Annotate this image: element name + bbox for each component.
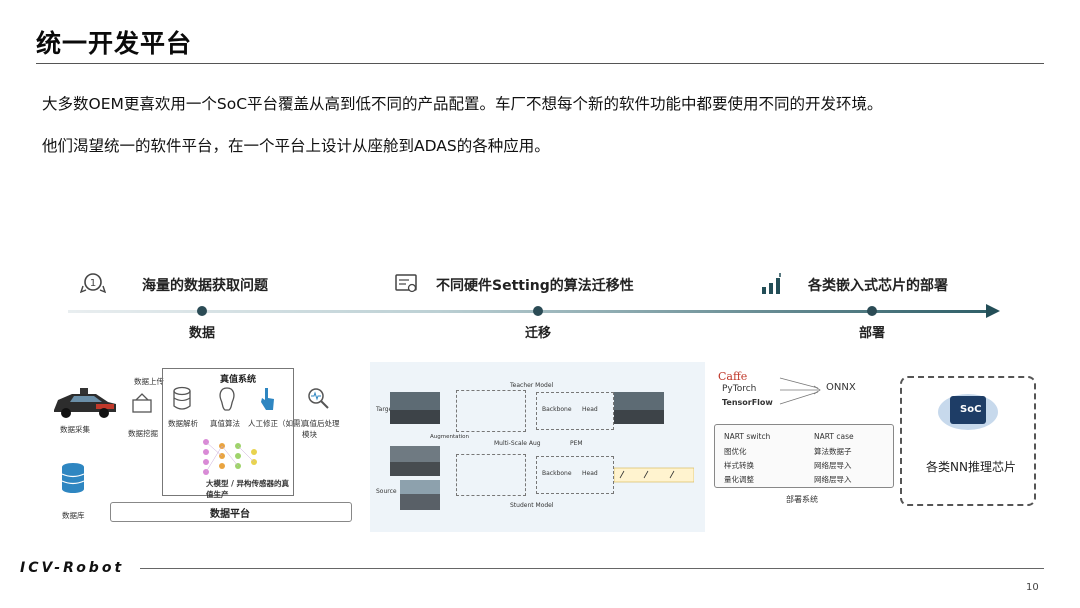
hand-icon: [258, 386, 276, 412]
chip-label: SoC: [960, 404, 981, 415]
data-pipeline-diagram: 数据采集 数据上传 数据挖掘 真值系统 数据解析 真值算法 人工修正（如需） 真…: [44, 362, 356, 530]
convert-arrows: [778, 374, 828, 408]
award-icon: 1: [80, 272, 106, 296]
transfer-diagram: Teacher Model Student Model Target Sourc…: [370, 362, 705, 532]
module-right-2: 网络层导入: [814, 460, 852, 471]
module-left-3: 量化调整: [724, 474, 754, 485]
stage-label-transfer: 不同硬件Setting的算法迁移性: [436, 275, 634, 295]
label-parse: 数据解析: [168, 418, 198, 429]
module-left-1: 图优化: [724, 446, 747, 457]
label-algorithm: 真值算法: [210, 418, 240, 429]
output-image: [614, 392, 664, 424]
label-bigmodel: 大模型 / 异构传感器的真值生产: [206, 478, 296, 500]
data-platform-label: 数据平台: [210, 505, 250, 520]
onnx-label: ONNX: [826, 382, 856, 393]
label-manual: 人工修正（如需）: [248, 418, 308, 429]
stage-label-data: 海量的数据获取问题: [142, 275, 268, 295]
bar-chart-icon: [760, 272, 786, 296]
node-transfer: 迁移: [525, 322, 551, 341]
magnifier-icon: [306, 386, 330, 410]
student-aug-box: [456, 454, 526, 496]
timeline-dot-data: [197, 306, 207, 316]
database-icon: [172, 386, 192, 412]
framework-caffe: Caffe: [718, 370, 747, 383]
certificate-icon: [394, 272, 420, 296]
label-collect: 数据采集: [60, 424, 90, 435]
timeline-arrow: [986, 304, 1000, 318]
label-student: Student Model: [510, 502, 554, 509]
student-head: Head: [582, 470, 598, 477]
timeline-dot-deploy: [867, 306, 877, 316]
teacher-aug-box: [456, 390, 526, 432]
neural-net-icon: [200, 436, 264, 480]
node-deploy: 部署: [859, 322, 885, 341]
stage-label-deploy: 各类嵌入式芯片的部署: [808, 275, 948, 295]
truth-system-title: 真值系统: [220, 372, 256, 385]
label-pem: PEM: [570, 440, 583, 447]
label-database: 数据库: [62, 510, 85, 521]
label-mining: 数据挖掘: [128, 428, 158, 439]
label-source: Source: [376, 488, 397, 495]
footer-divider: [140, 568, 1044, 569]
label-postprocess: 真值后处理模块: [302, 418, 346, 440]
target-image-2: [390, 446, 440, 476]
loss-formula: [614, 466, 694, 484]
page-number: 10: [1026, 582, 1039, 593]
paragraph-2: 他们渴望统一的软件平台，在一个平台上设计从座舱到ADAS的各种应用。: [42, 134, 550, 156]
storage-icon: [60, 462, 86, 494]
footer-brand: ICV-Robot: [20, 560, 124, 576]
teacher-backbone: Backbone: [542, 406, 572, 413]
chip-caption: 各类NN推理芯片: [926, 458, 1016, 475]
label-upload: 数据上传: [134, 376, 164, 387]
label-augmentation: Augmentation: [430, 434, 469, 440]
label-teacher: Teacher Model: [510, 382, 553, 389]
mining-icon: [130, 392, 154, 414]
target-image: [390, 392, 440, 424]
title-divider: [36, 63, 1044, 64]
module-left-2: 样式转换: [724, 460, 754, 471]
teacher-head: Head: [582, 406, 598, 413]
framework-pytorch: PyTorch: [722, 384, 756, 394]
student-backbone: Backbone: [542, 470, 572, 477]
module-right-3: 网络层导入: [814, 474, 852, 485]
deploy-diagram: Caffe PyTorch TensorFlow ONNX NART switc…: [714, 362, 1044, 532]
framework-tensorflow: TensorFlow: [722, 398, 773, 407]
module-right-1: 算法数据子: [814, 446, 852, 457]
paragraph-1: 大多数OEM更喜欢用一个SoC平台覆盖从高到低不同的产品配置。车厂不想每个新的软…: [42, 92, 883, 114]
source-image: [400, 480, 440, 510]
page-title: 统一开发平台: [36, 24, 192, 60]
label-multiscale: Multi-Scale Aug: [494, 440, 541, 447]
module-left-0: NART switch: [724, 432, 770, 441]
node-data: 数据: [189, 322, 215, 341]
svg-text:1: 1: [90, 278, 96, 289]
car-icon: [50, 384, 120, 420]
algorithm-icon: [216, 386, 238, 412]
timeline-dot-transfer: [533, 306, 543, 316]
deploy-caption: 部署系统: [786, 494, 818, 505]
module-right-0: NART case: [814, 432, 854, 441]
